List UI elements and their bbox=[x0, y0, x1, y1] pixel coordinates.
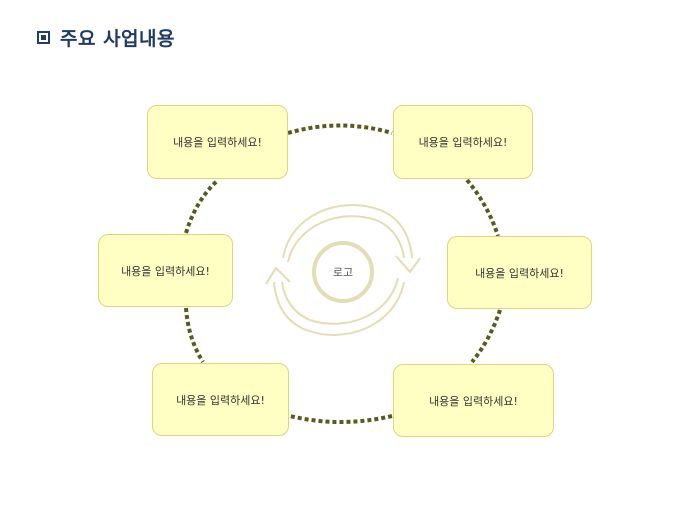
content-box-top-left[interactable]: 내용을 입력하세요! bbox=[147, 105, 288, 179]
content-box-bottom-left[interactable]: 내용을 입력하세요! bbox=[152, 363, 289, 436]
connector-top bbox=[287, 123, 393, 135]
square-bullet-icon bbox=[37, 31, 50, 44]
connectors bbox=[184, 123, 502, 424]
connector-right-lower bbox=[470, 309, 502, 364]
logo-label: 로고 bbox=[332, 266, 354, 279]
content-box-top-right[interactable]: 내용을 입력하세요! bbox=[393, 105, 533, 179]
connector-left-lower bbox=[184, 307, 205, 364]
logo-circle bbox=[312, 241, 374, 303]
header: 주요 사업내용 bbox=[37, 24, 175, 51]
connector-left-upper bbox=[184, 178, 220, 234]
page-title: 주요 사업내용 bbox=[60, 28, 175, 50]
connector-bottom bbox=[289, 414, 393, 424]
content-box-middle-right[interactable]: 내용을 입력하세요! bbox=[447, 236, 592, 309]
cycle-arrows-icon bbox=[265, 204, 421, 336]
connector-right-upper bbox=[465, 178, 500, 237]
content-box-bottom-right[interactable]: 내용을 입력하세요! bbox=[393, 364, 554, 437]
content-box-middle-left[interactable]: 내용을 입력하세요! bbox=[98, 234, 233, 307]
